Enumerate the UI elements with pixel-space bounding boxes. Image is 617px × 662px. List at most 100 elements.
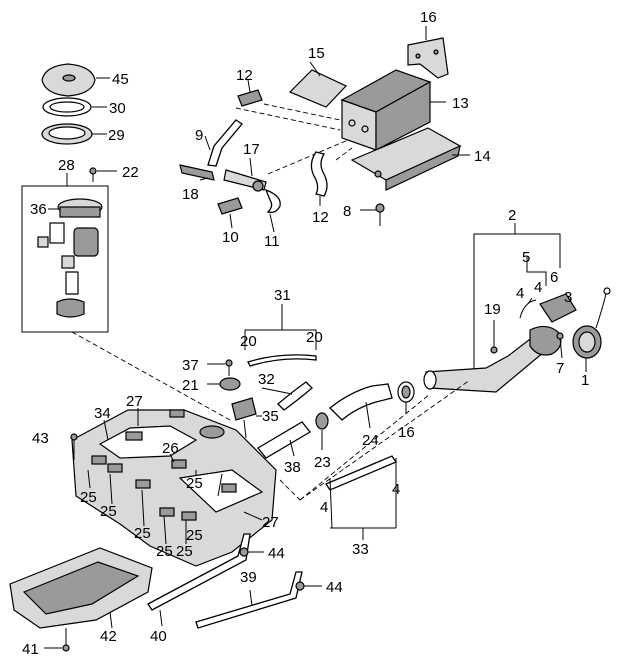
callout-27-lower: 27	[262, 514, 279, 531]
callout-40: 40	[150, 628, 167, 645]
hose-11	[264, 188, 281, 233]
bolt-19	[490, 320, 498, 354]
callout-25-d: 25	[156, 543, 173, 560]
callout-42: 42	[100, 628, 117, 645]
callout-22: 22	[122, 164, 139, 181]
callout-31: 31	[274, 287, 291, 304]
filler-to-tank-dashes	[279, 379, 471, 501]
callout-2: 2	[508, 207, 516, 224]
bracket-15	[288, 61, 348, 108]
callout-25-c: 25	[134, 525, 151, 542]
callout-6: 6	[550, 269, 558, 286]
callout-23: 23	[314, 454, 331, 471]
callout-44-lower: 44	[326, 579, 343, 596]
screw-7	[556, 332, 564, 359]
clamp-23	[315, 412, 329, 450]
callout-4-topright: 4	[534, 279, 542, 296]
callout-12-top: 12	[236, 67, 253, 84]
callout-5: 5	[522, 249, 530, 266]
callout-37: 37	[182, 357, 199, 374]
callout-25-b: 25	[100, 503, 117, 520]
callout-labels: 16 15 12 13 45 30 29 9 17 14 28 22 18 12…	[22, 9, 589, 658]
callout-26: 26	[162, 440, 179, 457]
hose-38	[257, 421, 311, 459]
callout-24: 24	[362, 432, 379, 449]
callout-32: 32	[258, 371, 275, 388]
callout-16-lower: 16	[398, 424, 415, 441]
callout-8: 8	[343, 203, 351, 220]
hose-12-lower	[310, 151, 328, 206]
filler-hose-6	[539, 293, 577, 323]
callout-18: 18	[182, 186, 199, 203]
screw-43	[70, 433, 78, 460]
clip-12-top	[237, 79, 263, 107]
canister-tray-14	[350, 127, 470, 191]
hose-18	[179, 164, 215, 181]
nut-44-lower	[295, 581, 322, 591]
bolt-41	[44, 628, 70, 652]
vent-hose-32	[261, 381, 313, 411]
callout-28: 28	[58, 157, 75, 174]
pump-cover-plate	[41, 63, 110, 97]
valve-35	[231, 397, 262, 439]
callout-7: 7	[556, 360, 564, 377]
callout-15: 15	[308, 45, 325, 62]
callout-36: 36	[30, 201, 47, 218]
tank-strap-39	[195, 571, 303, 629]
filler-hose-24	[329, 383, 393, 429]
callout-29: 29	[108, 127, 125, 144]
callout-25-g: 25	[186, 475, 203, 492]
callout-20-right: 20	[306, 329, 323, 346]
callout-17: 17	[243, 141, 260, 158]
clamp-16-lower	[397, 381, 415, 414]
bolt-8	[360, 203, 385, 226]
fuel-pump-assembly-box	[21, 173, 231, 421]
callout-13: 13	[452, 95, 469, 112]
bracket-5-lines	[526, 256, 547, 286]
hose-10	[217, 197, 243, 229]
fuel-tank	[71, 408, 277, 567]
fuel-cap-1	[572, 287, 611, 372]
callout-27-top: 27	[126, 393, 143, 410]
nut-44-upper	[239, 547, 264, 557]
callout-14: 14	[474, 148, 491, 165]
callout-41: 41	[22, 641, 39, 658]
callout-35: 35	[262, 408, 279, 425]
filler-group-bracket-2	[473, 223, 561, 370]
callout-4-topleft: 4	[516, 285, 524, 302]
pump-gasket-ring	[42, 97, 107, 117]
callout-4-lower-left: 4	[320, 499, 328, 516]
valve-21	[207, 377, 241, 391]
canister-connector-lines	[235, 103, 353, 175]
hose-group-31	[244, 304, 317, 367]
callout-16-top: 16	[420, 9, 437, 26]
leader-lines-25	[87, 469, 223, 545]
valve-17	[223, 157, 267, 192]
tank-strap-40	[147, 533, 251, 627]
callout-25-f: 25	[186, 527, 203, 544]
callout-3: 3	[564, 289, 572, 306]
callout-12-lower: 12	[312, 209, 329, 226]
callout-33: 33	[352, 541, 369, 558]
callout-39: 39	[240, 569, 257, 586]
fuel-filler-neck	[423, 325, 562, 393]
callout-11: 11	[264, 233, 280, 250]
callout-45: 45	[112, 71, 129, 88]
callout-10: 10	[222, 229, 239, 246]
clamp-4-top	[519, 297, 537, 319]
heat-shield-42	[9, 547, 153, 629]
screw-22	[89, 167, 117, 182]
screw-37	[207, 359, 233, 376]
callout-30: 30	[109, 100, 126, 117]
canister-13	[340, 69, 446, 151]
callout-9: 9	[195, 127, 203, 144]
bracket-16-top	[407, 26, 449, 79]
callout-20-left: 20	[240, 333, 257, 350]
callout-1: 1	[581, 372, 589, 389]
callout-43: 43	[32, 430, 49, 447]
callout-19: 19	[484, 301, 501, 318]
vapor-pipe-9	[204, 119, 243, 167]
callout-4-lower-right: 4	[392, 481, 400, 498]
